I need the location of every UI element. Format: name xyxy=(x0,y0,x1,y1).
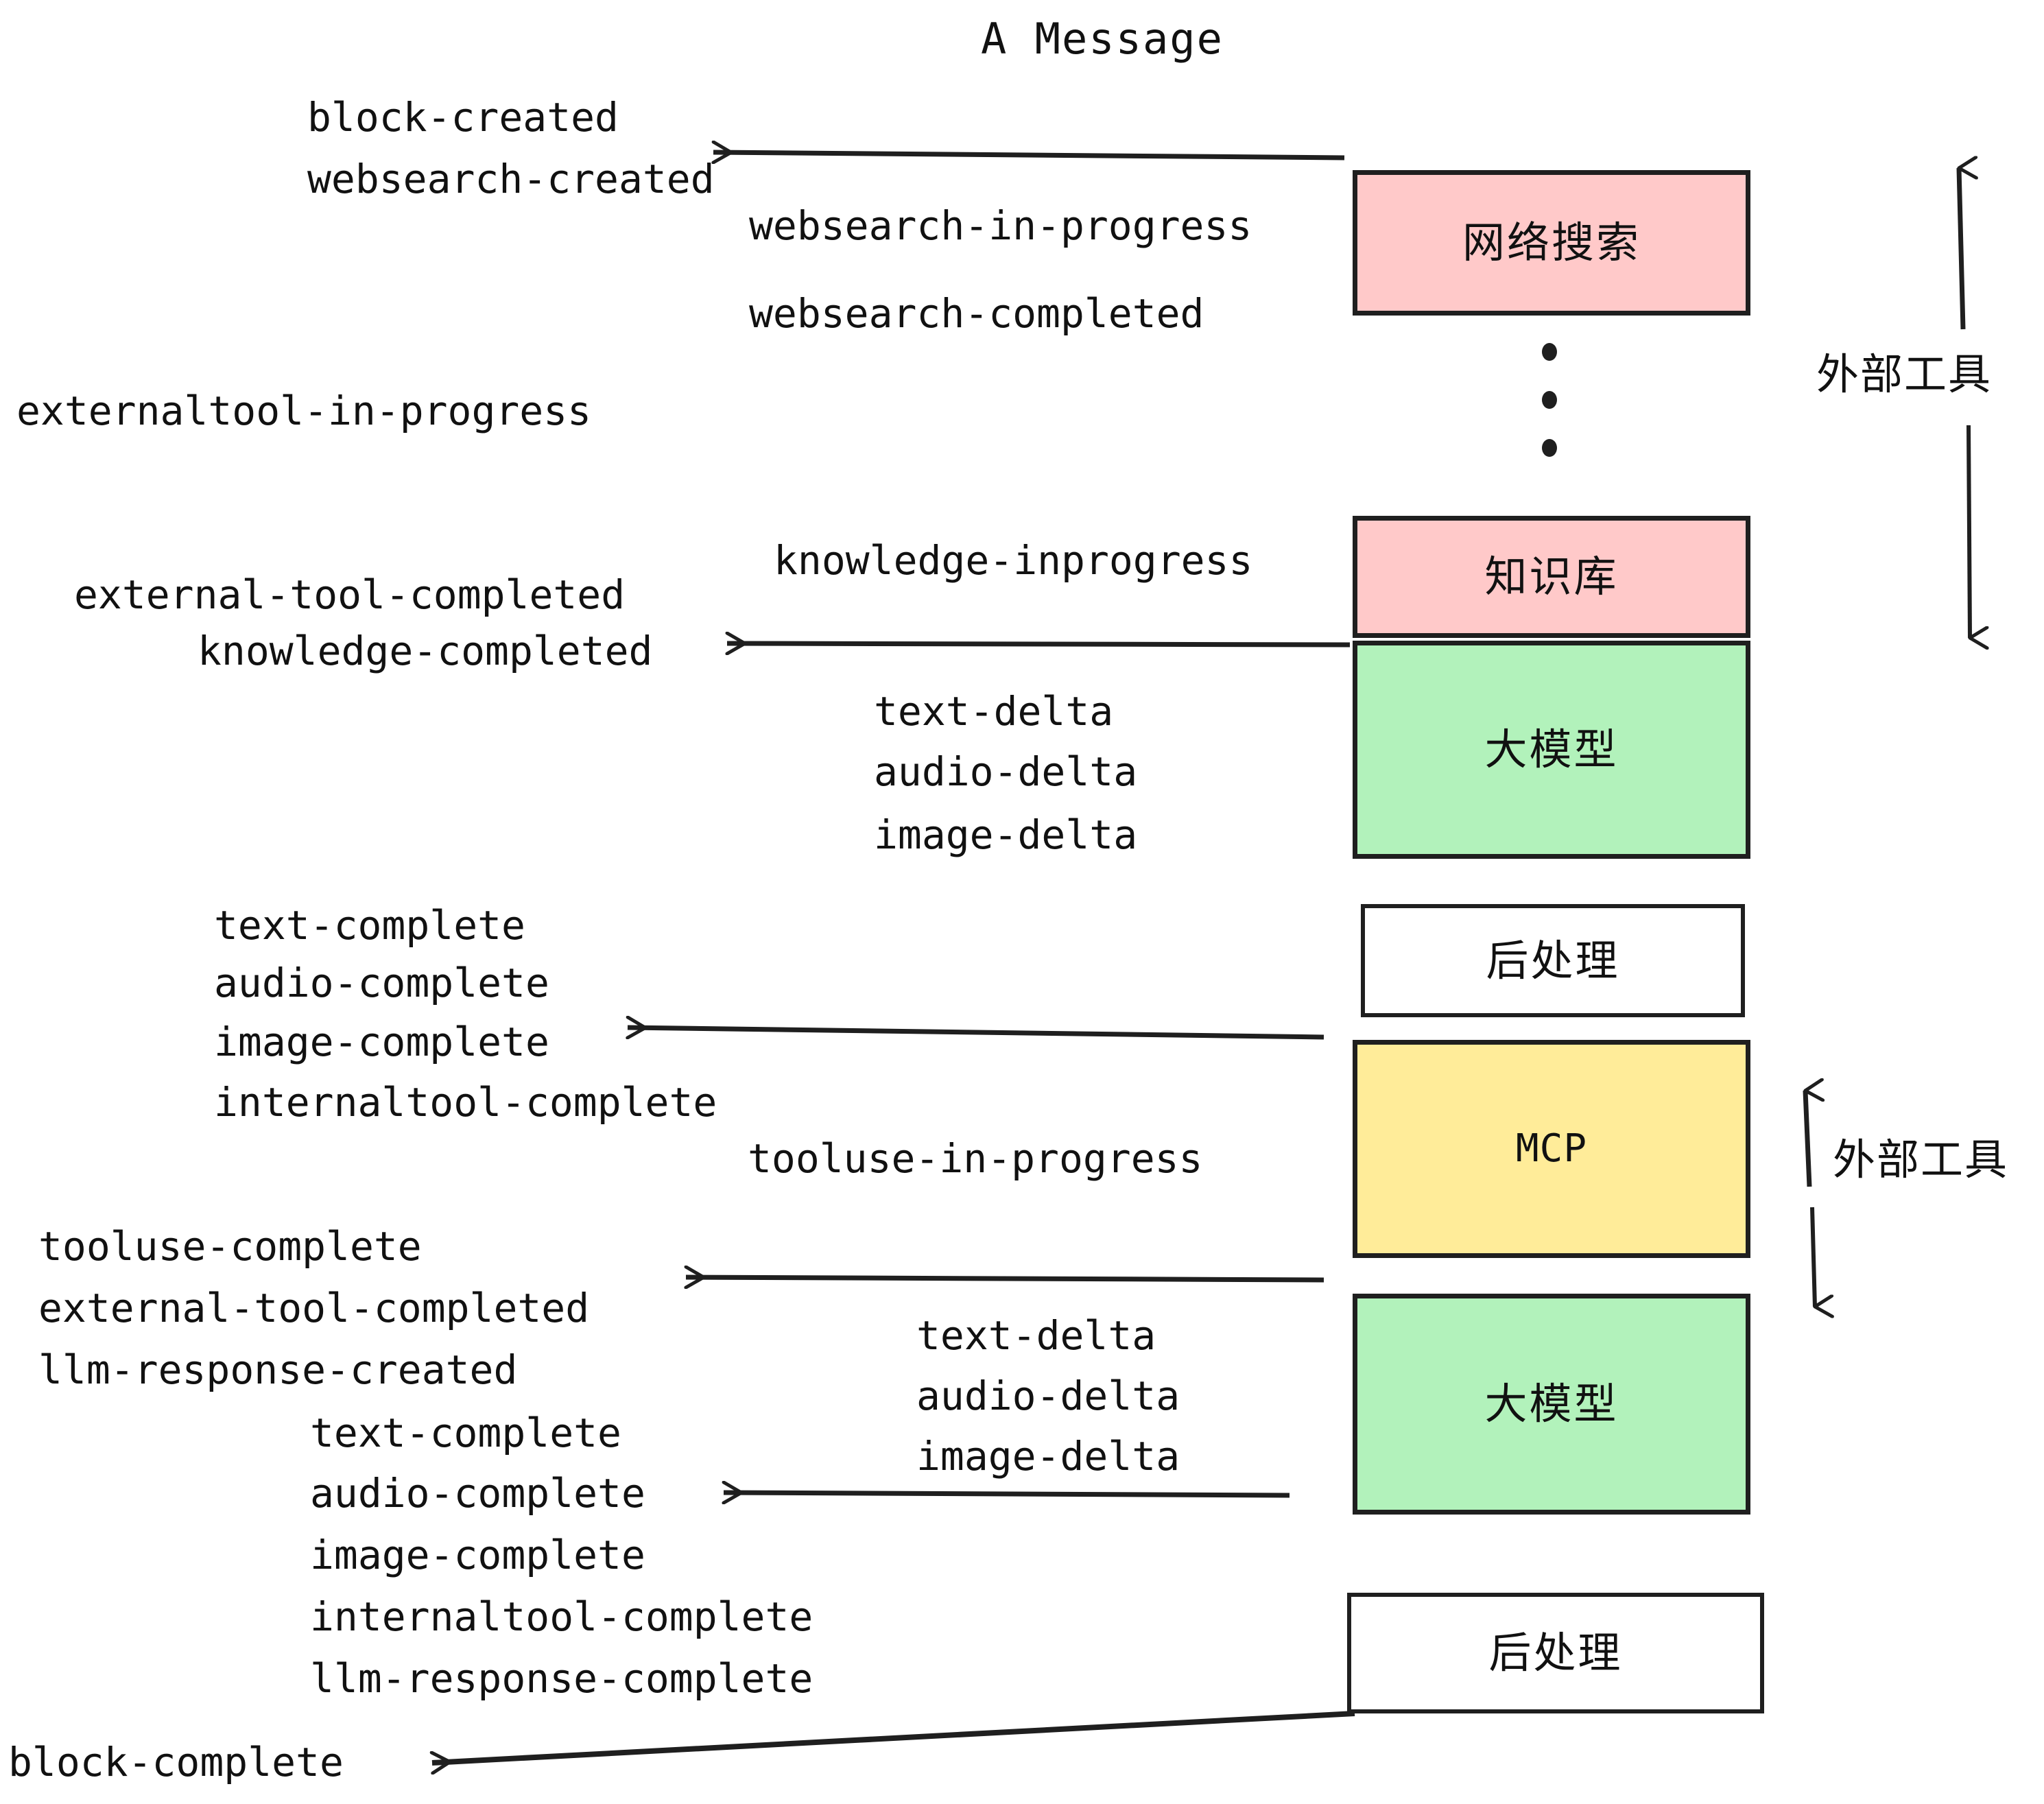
external-tool-bracket-upper xyxy=(1956,168,1970,638)
event-image-complete-1: image-complete xyxy=(214,1019,549,1065)
event-websearch-created: websearch-created xyxy=(307,156,715,202)
node-websearch-label: 网络搜索 xyxy=(1462,217,1641,268)
arrow-knowledge-to-completed xyxy=(727,643,1351,645)
diagram-title: A Message xyxy=(981,14,1224,64)
event-text-complete-1: text-complete xyxy=(214,902,525,949)
event-text-delta-1: text-delta xyxy=(874,688,1114,735)
arrow-mcp-to-tooluse-complete xyxy=(686,1277,1324,1280)
event-image-delta-2: image-delta xyxy=(916,1433,1180,1480)
event-audio-delta-1: audio-delta xyxy=(874,748,1138,795)
event-knowledge-completed: knowledge-completed xyxy=(198,628,653,674)
node-llm-first[interactable]: 大模型 xyxy=(1353,641,1750,859)
event-external-tool-completed-1: external-tool-completed xyxy=(74,571,626,618)
node-postprocess-first-label: 后处理 xyxy=(1486,935,1620,986)
event-llm-response-created: llm-response-created xyxy=(38,1346,518,1393)
event-audio-complete-1: audio-complete xyxy=(214,960,549,1006)
event-text-complete-2: text-complete xyxy=(310,1410,621,1456)
external-tool-label-upper: 外部工具 xyxy=(1816,349,1993,399)
ellipsis-dot xyxy=(1542,391,1557,409)
event-externaltool-in-progress: externaltool-in-progress xyxy=(16,388,592,434)
event-tooluse-in-progress: tooluse-in-progress xyxy=(748,1135,1203,1182)
node-llm-second-label: 大模型 xyxy=(1484,1379,1619,1429)
arrow-llm-to-audio-complete xyxy=(724,1493,1290,1495)
event-external-tool-completed-2: external-tool-completed xyxy=(38,1285,590,1331)
ellipsis-dot xyxy=(1542,343,1557,361)
event-block-complete: block-complete xyxy=(8,1739,344,1785)
event-tooluse-complete: tooluse-complete xyxy=(38,1223,422,1270)
node-mcp[interactable]: MCP xyxy=(1353,1040,1750,1258)
node-llm-first-label: 大模型 xyxy=(1484,724,1619,774)
node-knowledge-base-label: 知识库 xyxy=(1484,551,1619,602)
node-knowledge-base[interactable]: 知识库 xyxy=(1353,516,1750,638)
event-audio-delta-2: audio-delta xyxy=(916,1373,1180,1419)
event-websearch-in-progress: websearch-in-progress xyxy=(749,202,1252,249)
arrow-websearch-to-created xyxy=(713,152,1345,158)
event-image-delta-1: image-delta xyxy=(874,811,1138,858)
arrow-postprocess-to-block-complete xyxy=(432,1711,1355,1763)
event-text-delta-2: text-delta xyxy=(916,1312,1156,1359)
event-websearch-completed: websearch-completed xyxy=(749,290,1204,337)
event-block-created: block-created xyxy=(307,94,619,141)
node-llm-second[interactable]: 大模型 xyxy=(1353,1294,1750,1515)
external-tool-label-lower: 外部工具 xyxy=(1833,1135,2009,1185)
arrow-postprocess-to-image-complete xyxy=(628,1028,1324,1040)
external-tool-bracket-lower xyxy=(1803,1091,1815,1307)
event-image-complete-2: image-complete xyxy=(310,1532,645,1578)
event-audio-complete-2: audio-complete xyxy=(310,1470,645,1517)
event-llm-response-complete: llm-response-complete xyxy=(310,1655,813,1702)
vertical-ellipsis xyxy=(1542,343,1560,487)
ellipsis-dot xyxy=(1542,439,1557,457)
event-knowledge-inprogress: knowledge-inprogress xyxy=(774,537,1253,584)
node-postprocess-first[interactable]: 后处理 xyxy=(1361,904,1745,1017)
event-internaltool-complete-2: internaltool-complete xyxy=(310,1593,813,1640)
node-mcp-label: MCP xyxy=(1515,1126,1588,1171)
node-postprocess-second-label: 后处理 xyxy=(1488,1628,1623,1678)
node-postprocess-second[interactable]: 后处理 xyxy=(1347,1593,1764,1713)
node-websearch[interactable]: 网络搜索 xyxy=(1353,170,1750,316)
event-internaltool-complete-1: internaltool-complete xyxy=(214,1079,717,1126)
